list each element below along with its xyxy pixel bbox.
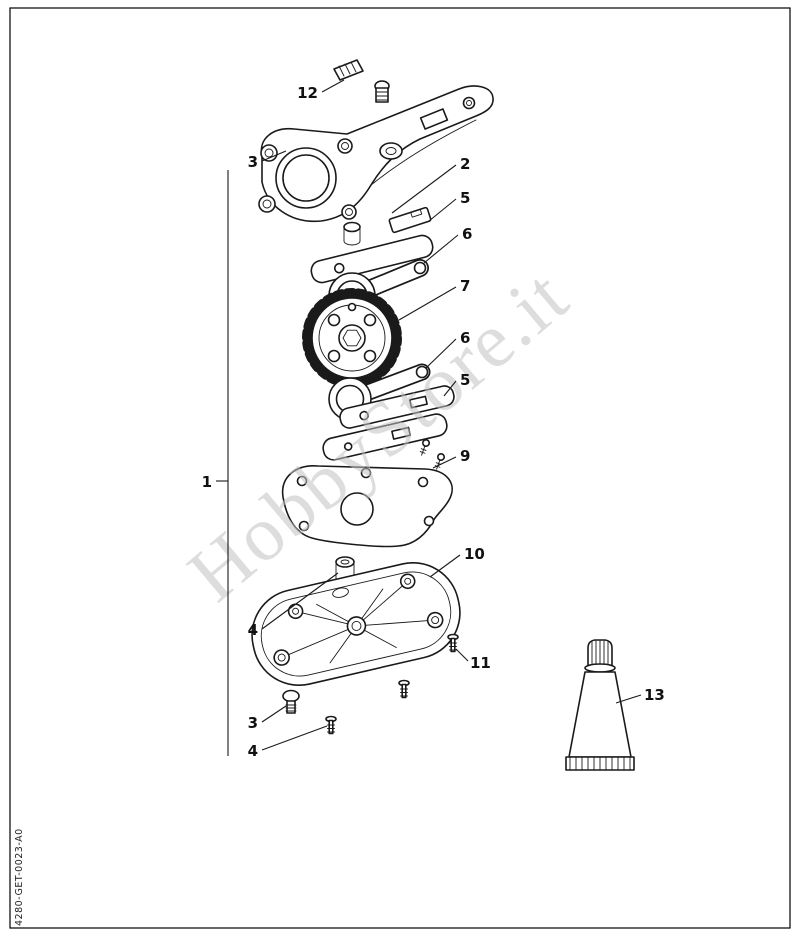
callout-6-upper-label: 6 xyxy=(462,225,472,243)
callout-6-lower: 6 xyxy=(425,329,470,369)
callout-3-bottom-label: 3 xyxy=(248,714,258,732)
part-cover xyxy=(281,465,453,548)
callout-4-bottom: 4 xyxy=(248,725,328,760)
document-code: 4280-GET-0023-A0 xyxy=(14,828,25,926)
callout-1-label: 1 xyxy=(202,473,212,491)
exploded-view xyxy=(251,59,635,771)
callout-9: 9 xyxy=(432,447,470,469)
callout-5-lower-label: 5 xyxy=(460,371,470,389)
callout-5-upper-label: 5 xyxy=(460,189,470,207)
part-bushing-upper xyxy=(343,221,361,246)
callout-6-lower-label: 6 xyxy=(460,329,470,347)
part-plate-slotted-1 xyxy=(339,385,455,429)
part-bottom-plate xyxy=(251,561,461,687)
part-clip-12 xyxy=(333,59,364,81)
callout-3-top: 3 xyxy=(248,150,287,171)
part-tab-plate xyxy=(388,206,432,234)
callout-4-bottom-label: 4 xyxy=(248,742,258,760)
callout-12-label: 12 xyxy=(297,84,318,102)
callout-3-top-label: 3 xyxy=(248,153,258,171)
callout-1: 1 xyxy=(202,473,228,491)
callouts: 12 3 2 5 6 7 6 5 xyxy=(202,79,665,760)
callout-4-upper-label: 4 xyxy=(248,621,258,639)
callout-7-label: 7 xyxy=(460,277,470,295)
callout-13-label: 13 xyxy=(644,686,665,704)
callout-10-label: 10 xyxy=(464,545,485,563)
part-screws-small xyxy=(325,633,459,735)
callout-6-upper: 6 xyxy=(423,225,472,264)
callout-9-label: 9 xyxy=(460,447,470,465)
callout-5-lower: 5 xyxy=(443,371,470,397)
part-screw-top xyxy=(374,80,390,103)
callout-2-label: 2 xyxy=(460,155,470,173)
callout-10: 10 xyxy=(429,545,485,578)
part-plate-upper xyxy=(310,234,434,284)
page-border xyxy=(9,7,791,929)
part-gear xyxy=(302,288,402,388)
callout-11: 11 xyxy=(455,648,491,672)
part-housing xyxy=(258,85,494,223)
callout-4-upper: 4 xyxy=(248,572,339,639)
callout-5-upper: 5 xyxy=(428,189,470,222)
part-plate-slotted-2 xyxy=(322,413,448,461)
callout-13: 13 xyxy=(615,686,665,704)
part-screw-bottom xyxy=(282,689,300,714)
callout-11-label: 11 xyxy=(470,654,491,672)
callout-12: 12 xyxy=(297,79,345,102)
callout-7: 7 xyxy=(398,277,470,321)
part-grease-tube xyxy=(565,639,635,771)
callout-2: 2 xyxy=(391,155,470,214)
callout-3-bottom: 3 xyxy=(248,705,287,732)
